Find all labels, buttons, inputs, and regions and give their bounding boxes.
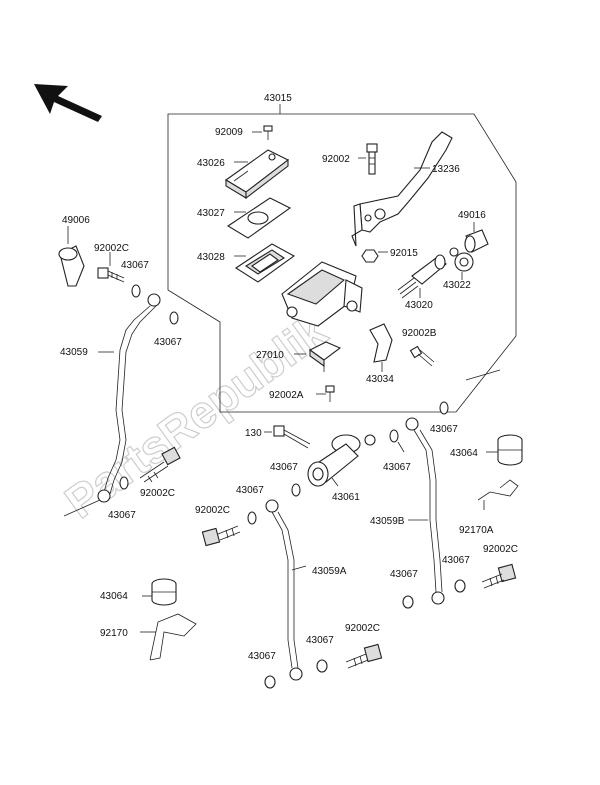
bolt-130 xyxy=(273,425,311,449)
washer-43067-h xyxy=(402,595,414,609)
front-direction-arrow-icon xyxy=(34,84,102,122)
label-43061: 43061 xyxy=(332,492,360,503)
nut-92015 xyxy=(361,249,379,263)
banjo-bolt-92002C-d xyxy=(481,563,517,589)
plate-43027 xyxy=(226,197,292,239)
brake-hose-43059A xyxy=(265,499,303,681)
washer-43067-f xyxy=(389,429,399,443)
label-43067-c: 43067 xyxy=(430,424,458,435)
label-92002B: 92002B xyxy=(402,328,437,339)
boot-49016 xyxy=(464,229,489,253)
bolt-92002B xyxy=(409,345,435,367)
label-27010: 27010 xyxy=(256,350,284,361)
label-43027: 43027 xyxy=(197,208,225,219)
screw-92002A xyxy=(325,385,335,402)
washer-43067-e xyxy=(247,511,257,525)
label-43026: 43026 xyxy=(197,158,225,169)
label-49016: 49016 xyxy=(458,210,486,221)
piston-43020 xyxy=(397,254,447,299)
label-13236: 13236 xyxy=(432,164,460,175)
label-92002: 92002 xyxy=(322,154,350,165)
label-43064-a: 43064 xyxy=(450,448,478,459)
master-cylinder-body xyxy=(281,261,363,327)
washer-43067-i xyxy=(454,579,466,593)
label-92002A: 92002A xyxy=(269,390,304,401)
label-130: 130 xyxy=(245,428,262,439)
banjo-bolt-92002C-c xyxy=(201,525,241,547)
label-43064-b: 43064 xyxy=(100,591,128,602)
bolt-92002 xyxy=(366,143,378,175)
washer-43067-k xyxy=(264,675,276,689)
part-labels: 43015 92009 43026 92002 13236 43027 4901… xyxy=(60,93,518,662)
label-43034: 43034 xyxy=(366,374,394,385)
boot-49006 xyxy=(58,245,85,287)
rubber-43064-b xyxy=(151,578,177,606)
washer-43067-d xyxy=(291,483,301,497)
rubber-43064-a xyxy=(497,434,523,466)
label-43059: 43059 xyxy=(60,347,88,358)
label-92002C-b: 92002C xyxy=(140,488,175,499)
banjo-bolt-92002C-a xyxy=(97,267,125,283)
label-92002C-c: 92002C xyxy=(195,505,230,516)
circlip-43022 xyxy=(449,247,474,272)
brake-hose-43059B xyxy=(405,417,445,605)
diaphragm-43028 xyxy=(234,243,296,283)
label-43067-g: 43067 xyxy=(108,510,136,521)
brake-lever-13236 xyxy=(351,131,453,247)
label-43067-b: 43067 xyxy=(154,337,182,348)
label-43059B: 43059B xyxy=(370,516,405,527)
label-43015: 43015 xyxy=(264,93,292,104)
switch-27010 xyxy=(308,341,342,372)
washer-43067-b xyxy=(169,311,179,325)
label-43059A: 43059A xyxy=(312,566,347,577)
screw-92009 xyxy=(263,125,273,140)
label-43067-e: 43067 xyxy=(383,462,411,473)
banjo-bolt-92002C-b xyxy=(139,446,181,483)
clamp-43034 xyxy=(369,323,393,363)
clamp-92170 xyxy=(149,613,197,661)
assembly-outline xyxy=(167,113,517,413)
label-43067-i: 43067 xyxy=(390,569,418,580)
leader-lines xyxy=(63,104,501,633)
reservoir-cap-43026 xyxy=(224,149,290,200)
label-43067-d: 43067 xyxy=(270,462,298,473)
label-43067-j: 43067 xyxy=(306,635,334,646)
label-92015: 92015 xyxy=(390,248,418,259)
label-43028: 43028 xyxy=(197,252,225,263)
washer-43067-a xyxy=(131,284,141,298)
washer-43067-c xyxy=(119,476,129,490)
label-92009: 92009 xyxy=(215,127,243,138)
label-49006: 49006 xyxy=(62,215,90,226)
label-92170A: 92170A xyxy=(459,525,494,536)
label-43067-k: 43067 xyxy=(248,651,276,662)
washer-43067-g xyxy=(439,401,449,415)
label-43067-a: 43067 xyxy=(121,260,149,271)
label-43067-h: 43067 xyxy=(442,555,470,566)
clamp-92170A xyxy=(477,479,519,510)
label-92002C-e: 92002C xyxy=(345,623,380,634)
label-92002C-d: 92002C xyxy=(483,544,518,555)
cylinder-43061 xyxy=(307,434,376,487)
brake-hose-43059 xyxy=(97,293,161,503)
label-43067-f: 43067 xyxy=(236,485,264,496)
label-92002C-a: 92002C xyxy=(94,243,129,254)
banjo-bolt-92002C-e xyxy=(345,643,383,669)
label-92170: 92170 xyxy=(100,628,128,639)
washer-43067-j xyxy=(316,659,328,673)
label-43022: 43022 xyxy=(443,280,471,291)
label-43020: 43020 xyxy=(405,300,433,311)
